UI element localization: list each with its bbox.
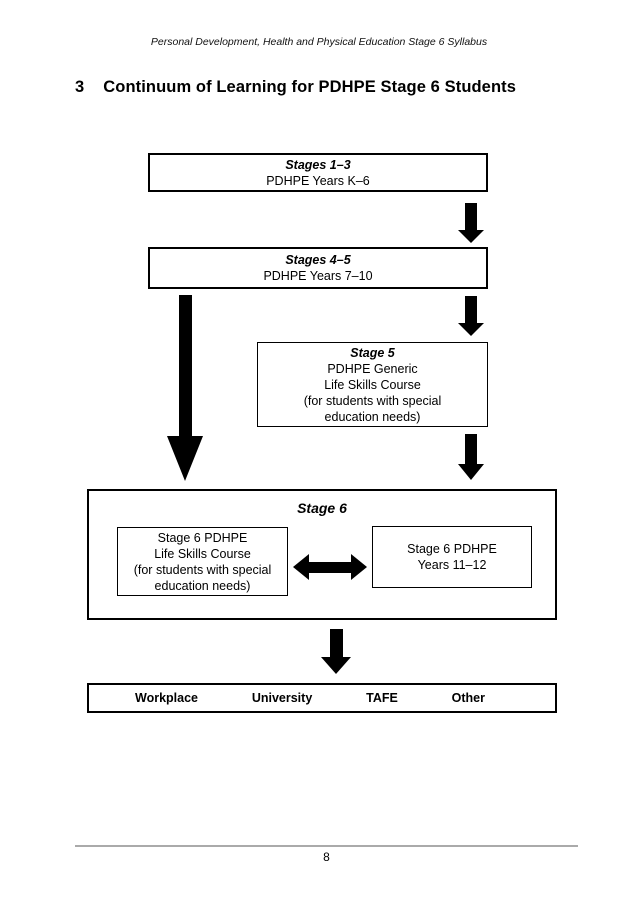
destination-other: Other (451, 691, 485, 705)
stage-6-life-skills-line: Stage 6 PDHPE (157, 530, 248, 545)
section-title: 3 Continuum of Learning for PDHPE Stage … (75, 78, 516, 97)
stage-6-life-skills-line: education needs) (154, 578, 251, 593)
destination-university: University (251, 691, 313, 705)
box-stages-1-3: Stages 1–3 PDHPE Years K–6 (148, 153, 488, 192)
arrow-right-icon (351, 554, 367, 580)
arrow-stage6-to-destinations (321, 629, 351, 674)
arrow-shaft (465, 296, 477, 323)
running-header: Personal Development, Health and Physica… (150, 36, 488, 48)
box-destinations: Workplace University TAFE Other (87, 683, 557, 713)
stage-5-line: education needs) (324, 409, 421, 424)
destination-workplace: Workplace (135, 691, 198, 705)
stage-5-line: (for students with special (303, 393, 442, 408)
arrow-down-icon (458, 230, 484, 243)
arrow-down-icon (167, 436, 203, 481)
arrow-stage5-to-stage6 (458, 434, 484, 480)
page-title: Continuum of Learning for PDHPE Stage 6 … (103, 78, 517, 96)
stage-5-line: Life Skills Course (324, 377, 421, 392)
arrow-shaft (465, 434, 477, 464)
destination-tafe: TAFE (366, 691, 398, 705)
arrow-shaft (329, 629, 343, 657)
box-stage-6-life-skills: Stage 6 PDHPE Life Skills Course (for st… (117, 527, 288, 596)
footer-rule (75, 845, 578, 847)
box-stages-4-5: Stages 4–5 PDHPE Years 7–10 (148, 247, 488, 289)
stage-6-years-line: Years 11–12 (417, 558, 487, 572)
arrow-down-icon (458, 464, 484, 480)
stage-6-life-skills-line: Life Skills Course (154, 546, 251, 561)
arrow-shaft (465, 203, 477, 230)
stages-1-3-subtitle: PDHPE Years K–6 (266, 173, 370, 188)
arrow-down-icon (458, 323, 484, 336)
arrow-shaft (309, 561, 351, 573)
arrow-bidirectional-lifeskills-years1112 (293, 554, 367, 580)
box-stage-6-years-11-12: Stage 6 PDHPE Years 11–12 (372, 526, 532, 588)
arrow-shaft (178, 295, 192, 436)
page-number: 8 (323, 850, 330, 864)
section-number: 3 (75, 78, 85, 96)
stages-1-3-title: Stages 1–3 (285, 157, 351, 172)
arrow-stages13-to-stages45 (458, 203, 484, 243)
stage-6-title: Stage 6 (297, 500, 347, 516)
arrow-stages45-to-stage5 (458, 296, 484, 336)
stage-5-line: PDHPE Generic (327, 361, 418, 376)
stage-6-life-skills-line: (for students with special (133, 562, 272, 577)
arrow-stages45-to-stage6 (167, 295, 203, 481)
arrow-left-icon (293, 554, 309, 580)
stage-6-years-line: Stage 6 PDHPE (407, 542, 497, 556)
stages-4-5-subtitle: PDHPE Years 7–10 (263, 269, 373, 283)
stage-5-title: Stage 5 (350, 345, 395, 360)
arrow-down-icon (321, 657, 351, 674)
box-stage-5-life-skills: Stage 5 PDHPE Generic Life Skills Course… (257, 342, 488, 427)
stages-4-5-title: Stages 4–5 (285, 253, 351, 267)
